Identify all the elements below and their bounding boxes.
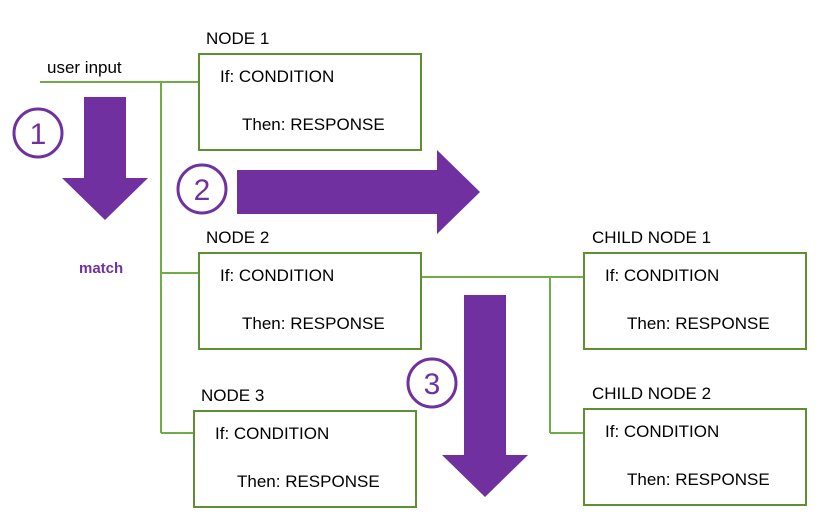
node1-response: Then: RESPONSE xyxy=(242,115,385,134)
step-circle-3 xyxy=(406,357,458,409)
step-number-3: 3 xyxy=(424,368,441,401)
step-number-1: 1 xyxy=(30,118,47,151)
child-node1-response: Then: RESPONSE xyxy=(627,314,770,333)
node2-condition: If: CONDITION xyxy=(220,266,335,285)
step-numbers: 1 2 3 xyxy=(30,118,441,401)
child-node1-condition: If: CONDITION xyxy=(605,266,720,285)
node1-title: NODE 1 xyxy=(206,29,270,48)
node3-condition: If: CONDITION xyxy=(215,424,330,443)
arrow-right-2 xyxy=(237,150,480,234)
node2-title: NODE 2 xyxy=(206,228,270,247)
step-circles xyxy=(12,107,458,409)
node3-response: Then: RESPONSE xyxy=(237,472,380,491)
step-circle-1 xyxy=(12,107,64,159)
arrow-down-1 xyxy=(62,97,148,220)
child-node1-box: If: CONDITION Then: RESPONSE xyxy=(583,252,807,350)
connectors xyxy=(40,81,583,434)
child-node2-response: Then: RESPONSE xyxy=(627,470,770,489)
child-node2-title: CHILD NODE 2 xyxy=(592,384,712,403)
node3-title: NODE 3 xyxy=(201,386,265,405)
match-label: match xyxy=(79,260,124,277)
node2-box: If: CONDITION Then: RESPONSE xyxy=(198,252,422,350)
arrow-down-3 xyxy=(442,295,528,497)
user-input-label: user input xyxy=(47,58,122,77)
node3-box: If: CONDITION Then: RESPONSE xyxy=(193,410,417,508)
child-node2-condition: If: CONDITION xyxy=(605,422,720,441)
child-node1-title: CHILD NODE 1 xyxy=(592,228,712,247)
step-circle-2 xyxy=(176,163,228,215)
node1-condition: If: CONDITION xyxy=(220,67,335,86)
step-number-2: 2 xyxy=(194,174,211,207)
node1-box: If: CONDITION Then: RESPONSE xyxy=(198,53,422,151)
node2-response: Then: RESPONSE xyxy=(242,314,385,333)
child-node2-box: If: CONDITION Then: RESPONSE xyxy=(583,408,807,506)
